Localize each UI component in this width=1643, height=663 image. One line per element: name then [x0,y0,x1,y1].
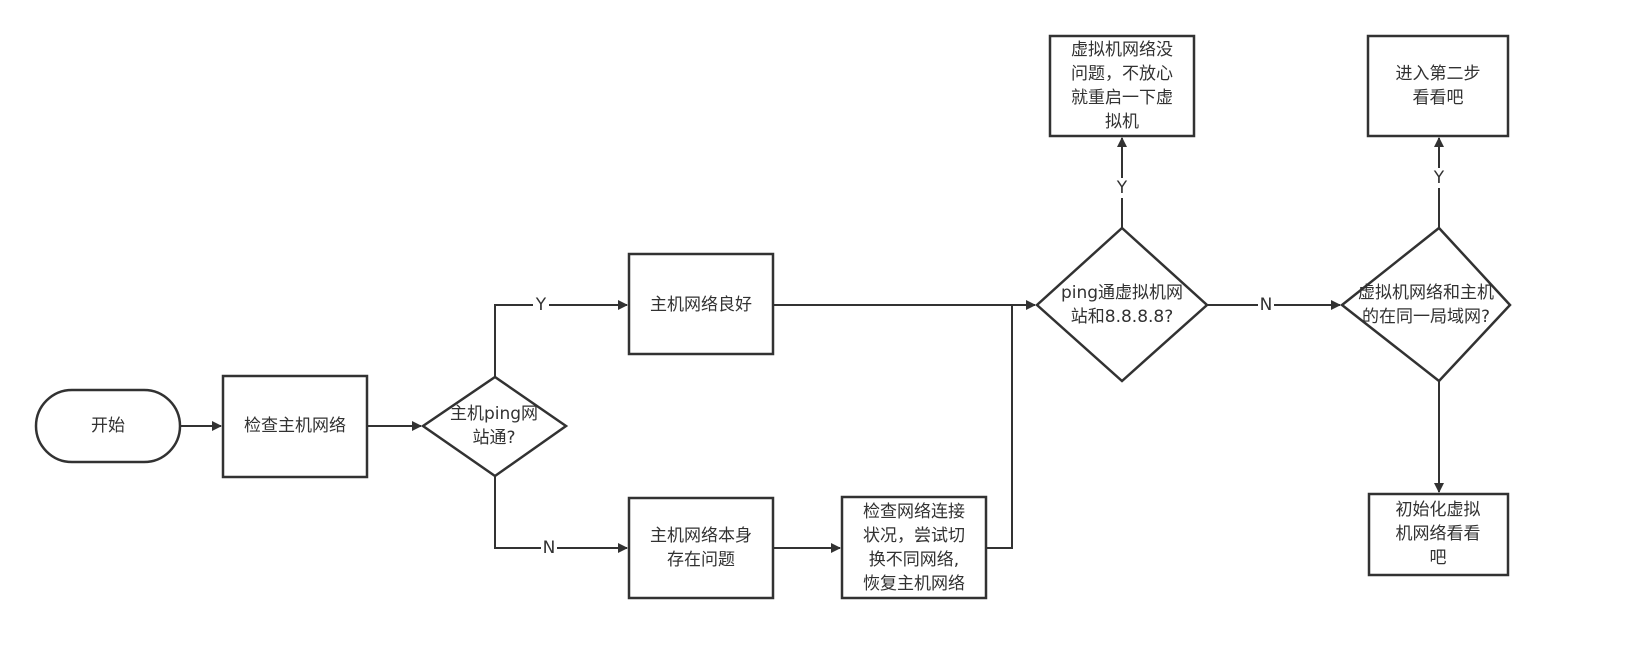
node-label-line: 虚拟机网络和主机 [1358,283,1494,303]
process-shape [1367,492,1510,577]
edge-label-host-ping-no: N [541,538,557,558]
node-label-line: 看看吧 [1413,88,1464,108]
node-label-line: 吧 [1430,548,1447,568]
node-label-line: 拟机 [1105,112,1139,132]
node-label-line: 初始化虚拟 [1396,500,1481,520]
edges [180,137,1444,553]
decision-shape [1035,226,1209,383]
node-label-line: 站和8.8.8.8? [1071,307,1174,327]
node-label-line: 主机网络良好 [650,295,752,315]
node-label-line: 存在问题 [667,550,735,570]
node-label-line: ping通虚拟机网 [1061,283,1183,303]
node-label-line: 进入第二步 [1396,64,1481,84]
node-label: 主机网络良好 [650,295,752,315]
edge-label-vm-ping-yes: Y [1114,178,1130,198]
process-shape [221,374,369,479]
node-label-line: 站通? [472,428,515,448]
node-label-line: 换不同网络, [869,550,959,570]
node-label-line: 的在同一局域网? [1362,307,1490,327]
node-label-line: 主机ping网 [450,404,538,424]
node-label: 检查主机网络 [244,416,346,436]
edge-labels: Y N Y N Y [533,168,1447,558]
svg-text:Y: Y [1116,178,1128,198]
svg-text:Y: Y [535,295,547,315]
edge-label-same-lan-yes: Y [1431,168,1447,188]
process-shape [627,252,775,356]
process-shape [627,496,775,600]
process-shape [1048,34,1196,138]
edge-label-vm-ping-no: N [1258,295,1274,315]
node-label: 开始 [91,416,125,436]
node-label-line: 恢复主机网络 [863,574,965,594]
node-label-line: 就重启一下虚 [1071,88,1173,108]
decision-shape [1339,226,1512,383]
svg-text:N: N [1260,295,1273,315]
terminator-shape [34,388,182,464]
node-label-line: 检查主机网络 [244,416,346,436]
edge-host-ping-to-host-problem [494,476,628,553]
process-shape [840,495,988,600]
node-label-line: 主机网络本身 [650,526,752,546]
node-check-host: 检查主机网络 [221,374,369,479]
edge-fix-host-to-vm-ping [986,305,1013,549]
edge-label-host-ping-yes: Y [533,295,549,315]
node-label-line: 开始 [91,416,125,436]
node-label-line: 虚拟机网络没 [1071,40,1173,60]
node-label-line: 机网络看看 [1396,524,1481,544]
edge-host-ping-to-host-good [494,300,628,377]
node-label-line: 问题，不放心 [1071,64,1173,84]
node-start: 开始 [34,388,182,464]
node-label-line: 状况，尝试切 [863,526,965,546]
decision-shape [420,375,569,478]
svg-text:N: N [543,538,556,558]
svg-text:Y: Y [1433,168,1445,188]
process-shape [1366,34,1510,138]
node-label-line: 检查网络连接 [863,502,965,522]
node-host-good: 主机网络良好 [627,252,775,356]
